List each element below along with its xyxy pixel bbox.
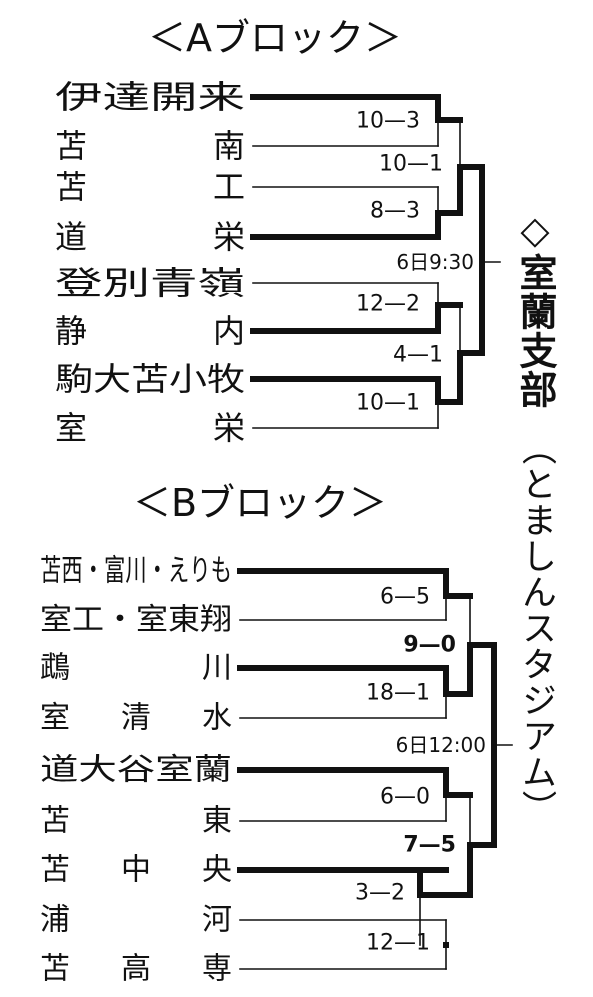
- block-a-team-3-char: 苫: [55, 168, 87, 206]
- block-a-team-3-char: 工: [213, 168, 245, 206]
- block-b-r1-score-1: 6—5: [380, 585, 430, 610]
- block-a-team-2-char: 苫: [55, 127, 87, 165]
- block-b-team-9-char: 高: [121, 952, 151, 987]
- block-b-team-3-char: 鵡: [40, 651, 70, 686]
- block-b-team-6-char: 東: [202, 804, 232, 839]
- region-heading: ◇室蘭支部: [513, 208, 557, 409]
- block-b-title: ＜Bブロック＞: [133, 481, 387, 525]
- block-a-final-info: 6日9:30: [396, 250, 474, 274]
- block-a-team-5: 登別青嶺: [55, 264, 245, 302]
- block-b-r1-score-4: 3—2: [355, 881, 405, 906]
- block-a-team-1: 伊達開来: [55, 78, 245, 116]
- block-b-team-4-char: 清: [121, 701, 151, 736]
- block-b-r1-score-3: 6—0: [380, 785, 430, 810]
- block-a-r1-score-2: 8—3: [370, 199, 420, 224]
- block-a-title: ＜Aブロック＞: [148, 16, 402, 60]
- block-b-r1-score-5: 12—1: [366, 931, 430, 956]
- block-a-sf-score-2: 4—1: [393, 343, 443, 368]
- block-b-team-7-char: 苫: [40, 853, 70, 888]
- block-a-r1-score-1: 10—3: [356, 109, 420, 134]
- block-a-team-6-char: 内: [213, 312, 245, 350]
- block-b-team-9-char: 苫: [40, 952, 70, 987]
- block-b-team-5: 道大谷室蘭: [40, 753, 232, 788]
- block-b-team-1: 苫西・富川・えりも: [40, 554, 232, 589]
- block-b-team-8-char: 河: [202, 903, 232, 938]
- block-b-team-4-char: 室: [40, 701, 70, 736]
- block-b-team-8-char: 浦: [40, 903, 70, 938]
- block-b-team-2: 室工・室東翔: [40, 603, 232, 638]
- venue-label: （とましんスタジアム）: [516, 430, 556, 826]
- block-b-team-6-char: 苫: [40, 804, 70, 839]
- block-b-sf-score-2: 7—5: [403, 833, 456, 858]
- block-b-r1-score-2: 18—1: [366, 681, 430, 706]
- block-a-team-6-char: 静: [55, 312, 87, 350]
- block-a-team-8-char: 室: [55, 409, 87, 447]
- block-b-team-4-char: 水: [202, 701, 232, 736]
- block-b-team-7-char: 中: [121, 853, 151, 888]
- block-b-final-info: 6日12:00: [396, 733, 486, 757]
- block-a-team-4-char: 道: [55, 218, 87, 256]
- block-b-team-9-char: 専: [202, 952, 232, 987]
- block-b-team-3-char: 川: [202, 651, 232, 686]
- block-a-r1-score-3: 12—2: [356, 292, 420, 317]
- block-a-team-4-char: 栄: [213, 218, 245, 256]
- block-b-sf-score-1: 9—0: [403, 633, 456, 658]
- block-a-team-2-char: 南: [213, 127, 245, 165]
- block-a-r1-score-4: 10—1: [356, 391, 420, 416]
- block-a-sf-score-1: 10—1: [379, 152, 443, 177]
- block-a-team-7: 駒大苫小牧: [55, 360, 245, 398]
- block-b-team-7-char: 央: [202, 853, 232, 888]
- block-a-team-8-char: 栄: [213, 409, 245, 447]
